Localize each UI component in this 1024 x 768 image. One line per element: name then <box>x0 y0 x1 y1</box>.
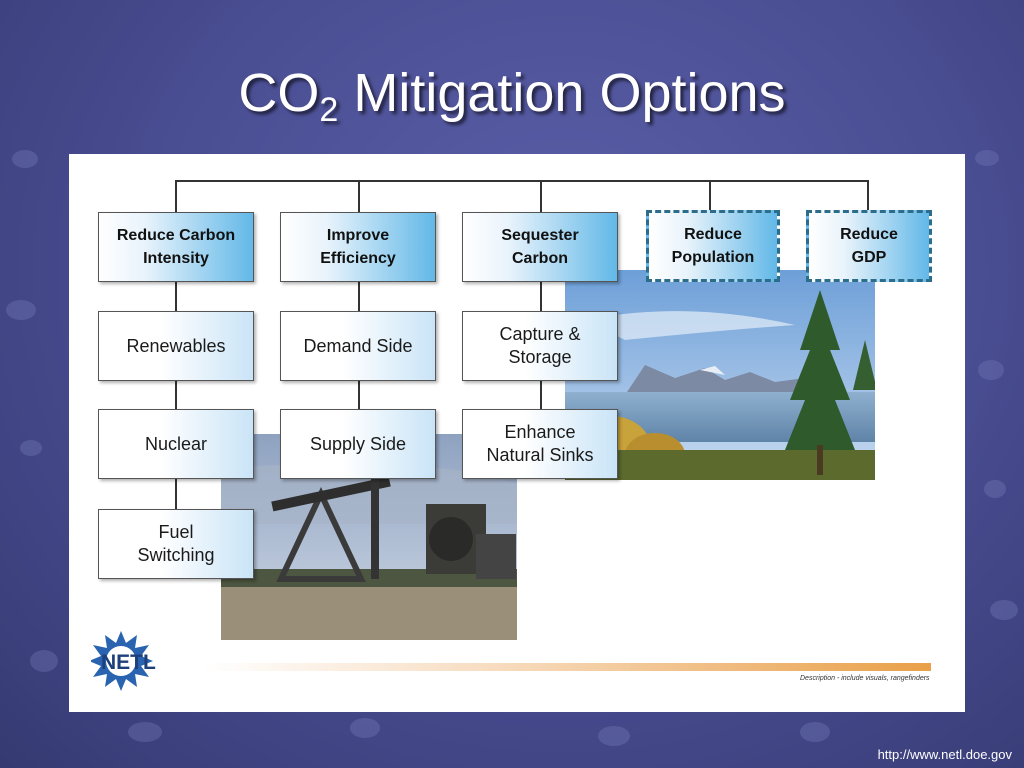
connector-drop-4 <box>709 180 711 212</box>
background-bubble <box>6 300 36 320</box>
connector-drop-2 <box>358 180 360 212</box>
node-nuclear: Nuclear <box>98 409 254 479</box>
background-bubble <box>12 150 38 168</box>
connector-drop-1 <box>175 180 177 212</box>
slide-title: CO2 Mitigation Options <box>238 63 786 129</box>
node-supply-side: Supply Side <box>280 409 436 479</box>
connector-drop-5 <box>867 180 869 212</box>
background-bubble <box>800 722 830 742</box>
background-bubble <box>978 360 1004 380</box>
background-bubble <box>990 600 1018 620</box>
node-capture-storage: Capture &Storage <box>462 311 618 381</box>
background-bubble <box>975 150 999 166</box>
netl-logo: NETL <box>89 629 187 693</box>
connector-col3-b <box>540 381 542 409</box>
connector-top-horizontal <box>175 180 867 182</box>
svg-text:NETL: NETL <box>101 651 156 674</box>
connector-col1-b <box>175 381 177 409</box>
background-bubble <box>20 440 42 456</box>
connector-col2-a <box>358 282 360 312</box>
connector-drop-3 <box>540 180 542 212</box>
connector-col2-b <box>358 381 360 409</box>
background-bubble <box>128 722 162 742</box>
connector-col3-a <box>540 282 542 312</box>
footnote-text: Description - include visuals, rangefind… <box>800 675 930 682</box>
connector-col1-a <box>175 282 177 312</box>
connector-col1-c <box>175 479 177 509</box>
background-bubble <box>598 726 630 746</box>
footer-accent-bar <box>203 663 931 671</box>
node-renewables: Renewables <box>98 311 254 381</box>
background-bubble <box>984 480 1006 498</box>
background-bubble <box>30 650 58 672</box>
background-bubble <box>350 718 380 738</box>
source-url: http://www.netl.doe.gov <box>877 747 1012 762</box>
node-demand-side: Demand Side <box>280 311 436 381</box>
